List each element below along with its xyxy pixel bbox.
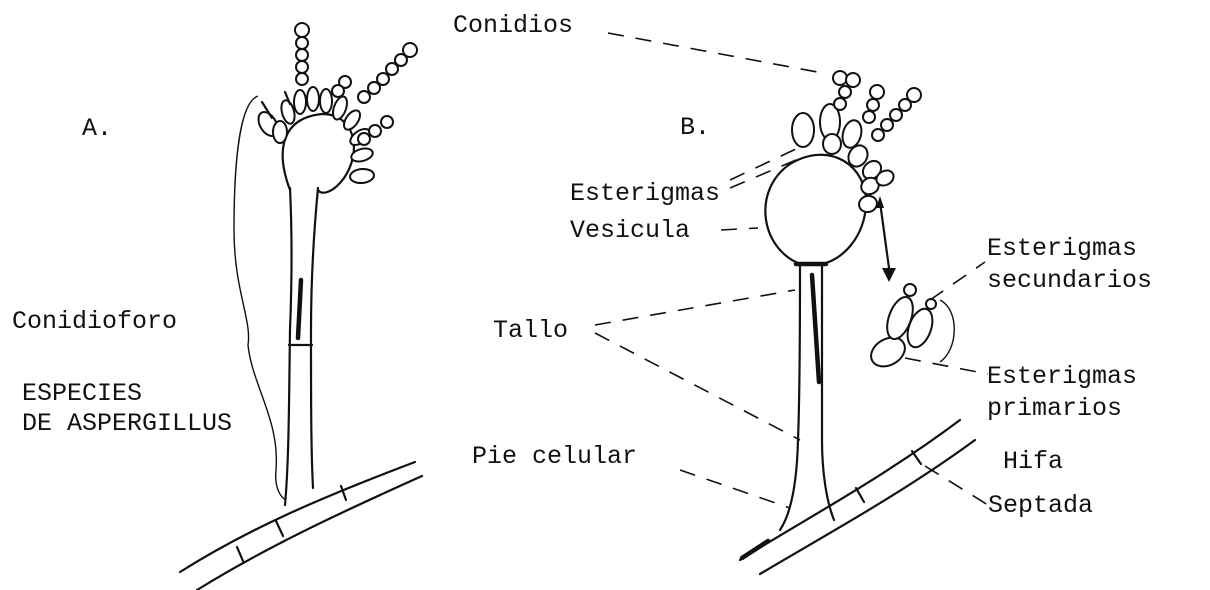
label-pie-celular: Pie celular — [472, 442, 637, 471]
stalk-a — [285, 188, 318, 505]
label-esterigmas-secundarios-2: secundarios — [987, 266, 1152, 295]
panel-label-a: A. — [82, 114, 112, 143]
label-de-aspergillus: DE ASPERGILLUS — [22, 409, 232, 438]
label-esterigmas-primarios-2: primarios — [987, 394, 1122, 423]
stalk-b — [780, 264, 834, 530]
hypha-a — [180, 462, 422, 590]
label-septada: Septada — [988, 491, 1093, 520]
label-esterigmas-primarios-1: Esterigmas — [987, 362, 1137, 391]
sterigmata-a — [255, 87, 375, 184]
hypha-b — [740, 420, 975, 574]
leader-lines — [595, 33, 988, 508]
label-conidios: Conidios — [453, 11, 573, 40]
label-hifa: Hifa — [1003, 447, 1063, 476]
label-conidioforo: Conidioforo — [12, 307, 177, 336]
detail-arrow — [876, 196, 896, 282]
label-esterigmas: Esterigmas — [570, 179, 720, 208]
sterigmata-b — [792, 104, 896, 214]
conidiophore-bracket — [234, 96, 286, 500]
conidia-chains-a — [295, 23, 417, 145]
label-especies: ESPECIES — [22, 379, 142, 408]
figure-b: B. Conidios Esterigmas Vesicula Tallo Pi… — [453, 11, 1152, 574]
label-tallo: Tallo — [493, 316, 568, 345]
label-esterigmas-secundarios-1: Esterigmas — [987, 234, 1137, 263]
panel-label-b: B. — [680, 113, 710, 142]
figure-a: A. Conidioforo ESPECIES DE ASPERGILLUS — [12, 23, 422, 590]
label-vesicula: Vesicula — [570, 216, 690, 245]
vesicle-b — [765, 155, 866, 264]
